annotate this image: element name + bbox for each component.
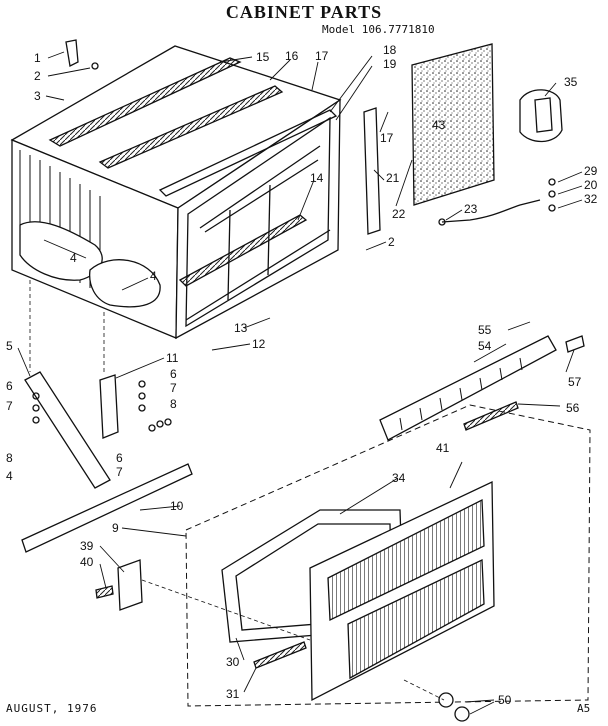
filter-retainer: [253, 641, 307, 669]
callout-32: 32: [584, 192, 598, 206]
support-bracket: [99, 374, 119, 439]
washer: [548, 190, 556, 198]
callout-9: 9: [112, 521, 119, 535]
callout-15: 15: [256, 50, 270, 64]
control-knob-part: [519, 89, 563, 143]
callout-56: 56: [566, 401, 580, 415]
bottom-rail: [178, 214, 308, 287]
ground-wire: [441, 199, 541, 223]
screw: [91, 62, 99, 70]
callout-6a: 6: [6, 379, 13, 393]
callout-7a: 7: [6, 399, 13, 413]
callout-4c: 4: [6, 469, 13, 483]
callout-8b: 8: [170, 397, 177, 411]
callout-30: 30: [226, 655, 240, 669]
callout-11: 11: [166, 351, 179, 365]
callout-57: 57: [568, 375, 582, 389]
callout-16: 16: [285, 49, 299, 63]
linkage-bar: [463, 401, 519, 431]
callout-6b: 6: [170, 367, 177, 381]
callout-20: 20: [584, 178, 598, 192]
model-prefix: Model: [322, 23, 356, 36]
callout-41: 41: [436, 441, 450, 455]
callout-54: 54: [478, 339, 492, 353]
bracket: [65, 39, 79, 67]
top-channel: [158, 109, 338, 197]
air-louver-assembly: [379, 335, 557, 441]
callout-40: 40: [80, 555, 94, 569]
top-rail-rear: [98, 85, 284, 169]
nut: [548, 204, 556, 212]
control-knob: [438, 692, 454, 708]
callout-50: 50: [498, 693, 512, 707]
callout-31: 31: [226, 687, 240, 701]
callout-55: 55: [478, 323, 492, 337]
callout-8a: 8: [6, 451, 13, 465]
publication-date: AUGUST, 1976: [6, 702, 98, 715]
support-arm: [24, 371, 111, 489]
callout-14: 14: [310, 171, 324, 185]
callout-23: 23: [464, 202, 478, 216]
callout-34: 34: [392, 471, 406, 485]
callout-17: 17: [315, 49, 329, 63]
callout-19: 19: [383, 57, 397, 71]
control-knob: [454, 706, 470, 722]
sill-bar: [21, 463, 193, 553]
callout-10: 10: [170, 499, 184, 513]
callout-6c: 6: [116, 451, 123, 465]
callout-3: 3: [34, 89, 41, 103]
callout-13: 13: [234, 321, 248, 335]
mounting-plate: [117, 559, 143, 611]
callout-7b: 7: [170, 381, 177, 395]
insulation-panel: [411, 43, 495, 206]
model-number: 106.7771810: [361, 23, 435, 36]
callout-12: 12: [252, 337, 266, 351]
callout-7c: 7: [116, 465, 123, 479]
callout-2: 2: [34, 69, 41, 83]
callout-5: 5: [6, 339, 13, 353]
callout-43: 43: [432, 118, 446, 132]
page-number: A5: [577, 702, 591, 715]
callout-17b: 17: [380, 131, 394, 145]
side-seal-strip: [363, 107, 381, 235]
cabinet-wrapper: [10, 45, 342, 340]
callout-18: 18: [383, 43, 397, 57]
callout-39: 39: [80, 539, 94, 553]
front-assembly-boundary: [185, 404, 591, 707]
page-title: CABINET PARTS: [225, 2, 383, 22]
screw: [548, 178, 556, 186]
callout-numbers: 1 2 3 15 16 17 18 19 35 43 17 21 29 20 3…: [6, 43, 598, 707]
callout-29: 29: [584, 164, 598, 178]
clip: [565, 335, 585, 353]
callout-4b: 4: [150, 269, 157, 283]
model-label: Model 106.7771810: [322, 23, 435, 36]
top-rail: [48, 57, 242, 147]
callout-4a: 4: [70, 251, 77, 265]
callout-21: 21: [386, 171, 400, 185]
callout-2b: 2: [388, 235, 395, 249]
callout-22: 22: [392, 207, 406, 221]
spring: [95, 585, 114, 599]
callout-35: 35: [564, 75, 578, 89]
callout-1: 1: [34, 51, 41, 65]
